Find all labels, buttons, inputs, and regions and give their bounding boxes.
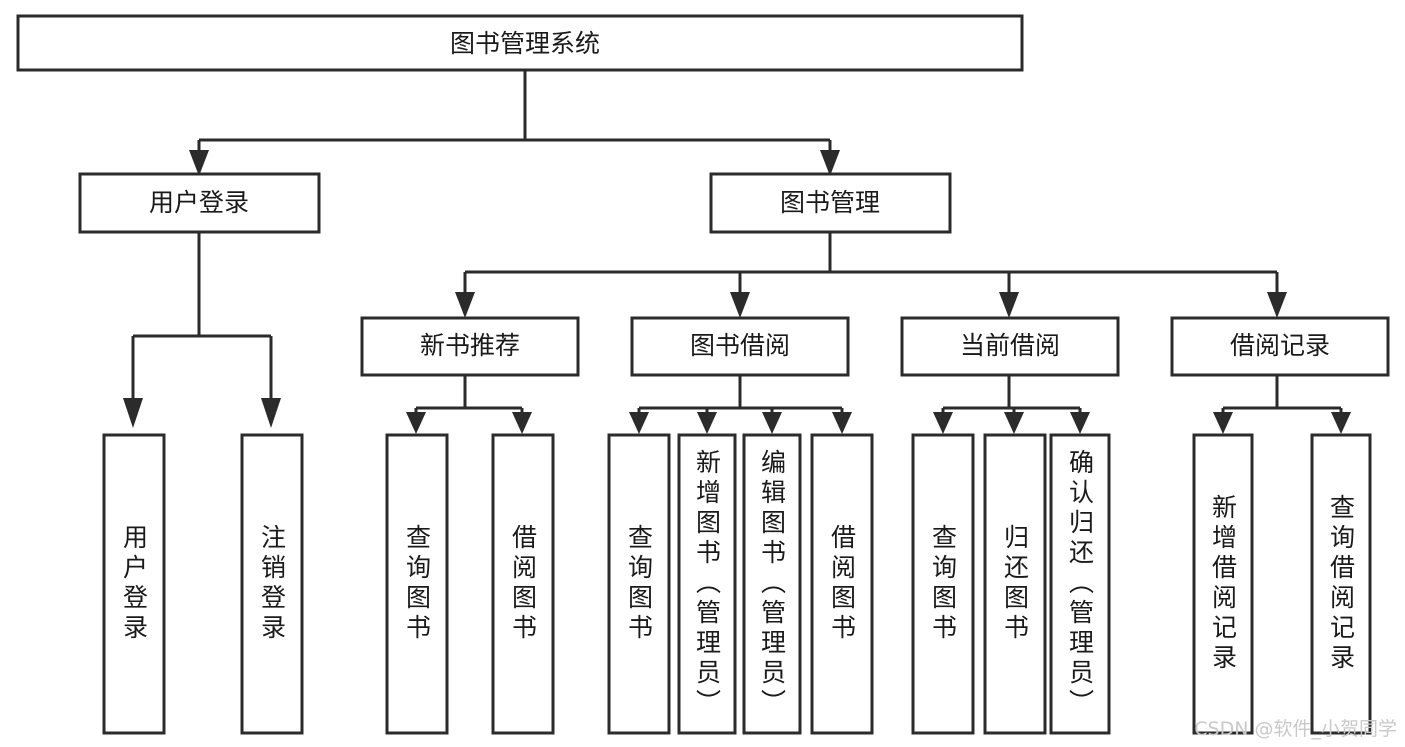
- leaf-return-book-label: 归还图书: [1000, 524, 1030, 644]
- node-borrow-record[interactable]: 借阅记录: [1170, 316, 1390, 377]
- arrowhead-return-book: [1004, 412, 1024, 434]
- leaf-edit-book-admin-labelwrap: 编辑图书（管理员）: [757, 449, 787, 719]
- leaf-return-book-box[interactable]: [983, 433, 1047, 735]
- leaf-query-borrow-record-label: 查询借阅记录: [1326, 494, 1356, 674]
- leaf-return-book[interactable]: 归还图书: [983, 433, 1047, 735]
- leaf-borrow-book-2-box[interactable]: [810, 433, 874, 735]
- leaf-borrow-book-1-label: 借阅图书: [508, 524, 538, 644]
- leaf-edit-book-admin-label: 编辑图书（管理员）: [757, 449, 787, 719]
- leaf-edit-book-admin[interactable]: 编辑图书（管理员）: [742, 433, 802, 735]
- leaf-edit-book-admin-box[interactable]: [742, 433, 802, 735]
- leaf-query-borrow-record[interactable]: 查询借阅记录: [1310, 433, 1372, 735]
- arrowhead-add-borrow-record: [1213, 412, 1233, 434]
- arrowhead-leaf-logout-login: [261, 398, 281, 428]
- leaf-user-login[interactable]: 用户登录: [102, 433, 166, 735]
- leaf-query-book-3-label: 查询图书: [928, 524, 958, 644]
- node-borrow-record-label: 借阅记录: [1230, 331, 1330, 360]
- leaf-add-book-admin-labelwrap: 新增图书（管理员）: [692, 449, 722, 719]
- leaf-logout-login[interactable]: 注销登录: [240, 433, 304, 735]
- edge-group-book-borrow-to-leaves: [629, 375, 852, 434]
- leaf-query-book-2-label: 查询图书: [624, 524, 654, 644]
- leaf-add-borrow-record[interactable]: 新增借阅记录: [1192, 433, 1254, 735]
- edge-group-book-management-to-level3: [455, 232, 1287, 318]
- node-user-login-label: 用户登录: [149, 188, 249, 217]
- leaf-confirm-return-admin-labelwrap: 确认归还（管理员）: [1065, 449, 1095, 719]
- edge-group-borrow-record-to-leaves: [1213, 375, 1351, 434]
- node-user-login-box[interactable]: [78, 172, 321, 234]
- leaf-confirm-return-admin[interactable]: 确认归还（管理员）: [1049, 433, 1111, 735]
- node-book-borrow-label: 图书借阅: [690, 331, 790, 360]
- leaf-query-book-3-box[interactable]: [911, 433, 975, 735]
- node-root-label: 图书管理系统: [450, 29, 600, 58]
- node-current-borrow[interactable]: 当前借阅: [900, 316, 1120, 377]
- leaf-add-book-admin-label: 新增图书（管理员）: [692, 449, 722, 719]
- leaf-add-borrow-record-labelwrap: 新增借阅记录: [1208, 494, 1238, 674]
- leaf-query-book-1-label: 查询图书: [402, 524, 432, 644]
- arrowhead-new-book-recommend: [455, 292, 475, 318]
- arrowhead-confirm-return-admin: [1070, 412, 1090, 434]
- arrowhead-borrow-record: [1267, 292, 1287, 318]
- leaf-query-book-3-labelwrap: 查询图书: [928, 524, 958, 644]
- leaf-query-book-2-box[interactable]: [607, 433, 671, 735]
- arrowhead-edit-book-admin: [762, 412, 782, 434]
- leaf-return-book-labelwrap: 归还图书: [1000, 524, 1030, 644]
- arrowhead-borrow-book-1: [512, 412, 532, 434]
- node-new-book-recommend-box[interactable]: [360, 316, 580, 377]
- arrowhead-query-book-2: [629, 412, 649, 434]
- node-book-management-label: 图书管理: [780, 188, 880, 217]
- leaf-user-login-box[interactable]: [102, 433, 166, 735]
- arrowhead-book-management: [820, 150, 840, 176]
- leaf-query-book-1-box[interactable]: [385, 433, 449, 735]
- leaf-query-book-2[interactable]: 查询图书: [607, 433, 671, 735]
- node-book-management[interactable]: 图书管理: [709, 172, 952, 234]
- leaf-borrow-book-1-labelwrap: 借阅图书: [508, 524, 538, 644]
- leaf-logout-login-box[interactable]: [240, 433, 304, 735]
- leaf-add-borrow-record-box[interactable]: [1192, 433, 1254, 735]
- node-new-book-recommend[interactable]: 新书推荐: [360, 316, 580, 377]
- node-book-management-box[interactable]: [709, 172, 952, 234]
- edge-group-user-login-to-leaves: [123, 232, 281, 428]
- leaf-user-login-labelwrap: 用户登录: [119, 524, 149, 644]
- leaf-borrow-book-1[interactable]: 借阅图书: [491, 433, 555, 735]
- arrowhead-user-login: [189, 150, 209, 176]
- arrowhead-current-borrow: [999, 292, 1019, 318]
- node-borrow-record-box[interactable]: [1170, 316, 1390, 377]
- arrowhead-leaf-user-login: [123, 398, 143, 428]
- edge-group-new-book-recommend-to-leaves: [406, 375, 532, 434]
- edge-group-root-to-level2: [189, 70, 840, 176]
- node-root[interactable]: 图书管理系统: [16, 14, 1024, 72]
- node-user-login[interactable]: 用户登录: [78, 172, 321, 234]
- leaf-borrow-book-2-labelwrap: 借阅图书: [827, 524, 857, 644]
- leaf-confirm-return-admin-box[interactable]: [1049, 433, 1111, 735]
- arrowhead-query-borrow-record: [1331, 412, 1351, 434]
- leaf-query-book-1[interactable]: 查询图书: [385, 433, 449, 735]
- leaf-query-book-3[interactable]: 查询图书: [911, 433, 975, 735]
- arrowhead-borrow-book-2: [832, 412, 852, 434]
- leaf-logout-login-label: 注销登录: [257, 524, 287, 644]
- edge-group-current-borrow-to-leaves: [933, 375, 1090, 434]
- leaf-confirm-return-admin-label: 确认归还（管理员）: [1065, 449, 1095, 719]
- node-current-borrow-box[interactable]: [900, 316, 1120, 377]
- arrowhead-book-borrow: [730, 292, 750, 318]
- arrowhead-query-book-3: [933, 412, 953, 434]
- arrowhead-query-book-1: [406, 412, 426, 434]
- leaf-add-borrow-record-label: 新增借阅记录: [1208, 494, 1238, 674]
- arrowhead-add-book-admin: [697, 412, 717, 434]
- leaf-query-borrow-record-box[interactable]: [1310, 433, 1372, 735]
- node-current-borrow-label: 当前借阅: [960, 331, 1060, 360]
- node-book-borrow-box[interactable]: [630, 316, 850, 377]
- node-root-box[interactable]: [16, 14, 1024, 72]
- leaf-add-book-admin-box[interactable]: [677, 433, 737, 735]
- node-new-book-recommend-label: 新书推荐: [420, 331, 520, 360]
- leaf-add-book-admin[interactable]: 新增图书（管理员）: [677, 433, 737, 735]
- leaf-borrow-book-2[interactable]: 借阅图书: [810, 433, 874, 735]
- leaf-user-login-label: 用户登录: [119, 524, 149, 644]
- node-book-borrow[interactable]: 图书借阅: [630, 316, 850, 377]
- leaf-query-book-1-labelwrap: 查询图书: [402, 524, 432, 644]
- leaf-borrow-book-1-box[interactable]: [491, 433, 555, 735]
- leaf-logout-login-labelwrap: 注销登录: [257, 524, 287, 644]
- leaf-query-book-2-labelwrap: 查询图书: [624, 524, 654, 644]
- leaf-query-borrow-record-labelwrap: 查询借阅记录: [1326, 494, 1356, 674]
- leaf-borrow-book-2-label: 借阅图书: [827, 524, 857, 644]
